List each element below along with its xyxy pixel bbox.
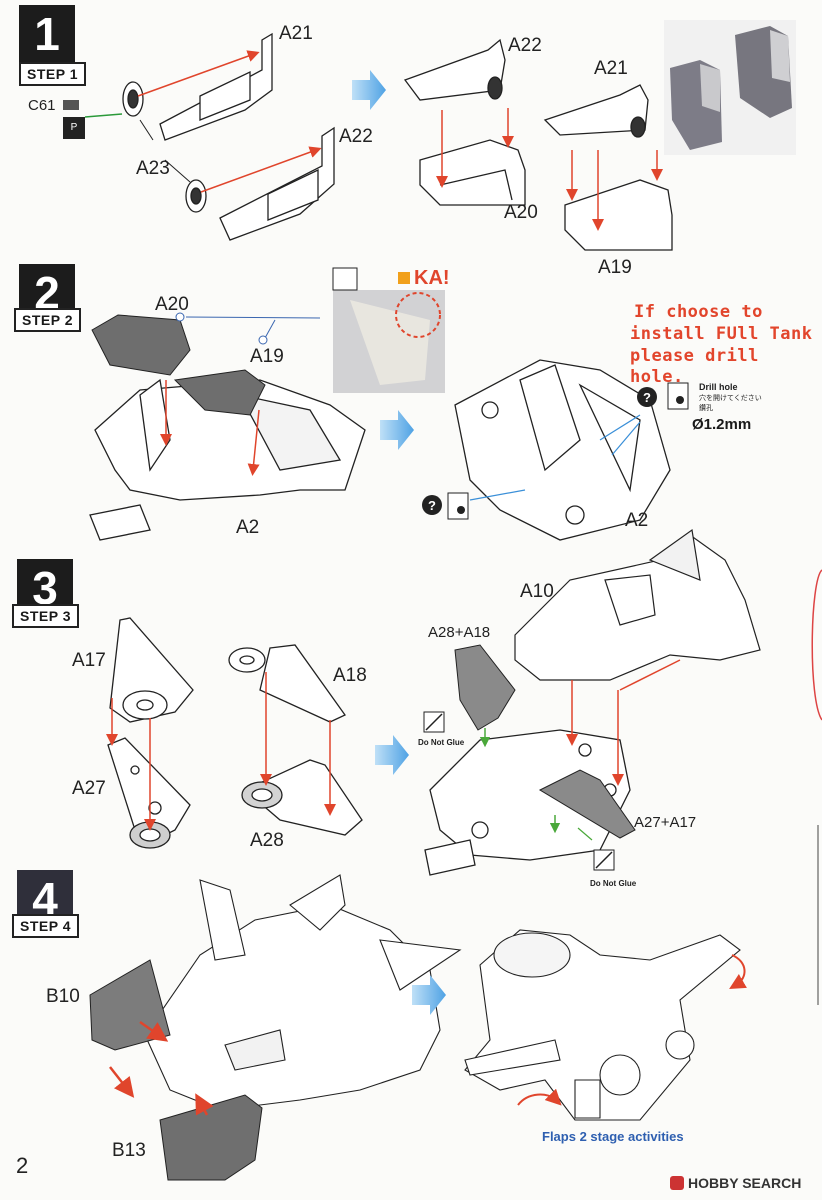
- drill-hole-label-jp: 穴を開けてください: [699, 395, 762, 402]
- drill-note-line-2: install FUll Tank: [630, 324, 813, 344]
- svg-text:?: ?: [643, 390, 651, 405]
- label-a22-step1-left: A22: [339, 126, 373, 147]
- step-2-label: STEP 2: [14, 308, 81, 332]
- drill-size: Ø1.2mm: [692, 416, 752, 433]
- drill-hole-label: Drill hole: [699, 382, 738, 392]
- paint-swatch: [63, 100, 79, 110]
- arrow-a23-to-a21: [137, 50, 260, 97]
- drill-note-line-1: If choose to: [634, 302, 763, 322]
- label-a10: A10: [520, 581, 554, 602]
- warning-ka: KA!: [414, 267, 450, 289]
- label-a17: A17: [72, 650, 106, 671]
- spray-icon: P: [63, 117, 85, 139]
- step-1-number: 1: [19, 5, 75, 63]
- label-a19-step1: A19: [598, 257, 632, 278]
- label-a27-a17: A27+A17: [634, 814, 697, 831]
- arrow-a23-to-a22: [200, 146, 322, 193]
- label-a28-a18: A28+A18: [428, 624, 491, 641]
- label-a20-step1: A20: [504, 202, 538, 223]
- step-4-label: STEP 4: [12, 914, 79, 938]
- drill-note-line-3: please drill hole.: [630, 346, 759, 387]
- label-a18: A18: [333, 665, 367, 686]
- drill-hole-label-cn: 鑽孔: [699, 405, 713, 412]
- do-not-glue-label-1: Do Not Glue: [418, 738, 465, 747]
- label-a21-step1: A21: [279, 23, 313, 44]
- label-a23: A23: [136, 158, 170, 179]
- flaps-caption: Flaps 2 stage activities: [542, 1129, 684, 1144]
- rotate-icon: [332, 267, 358, 291]
- label-a2-left: A2: [236, 517, 260, 538]
- label-a2-right: A2: [625, 510, 649, 531]
- label-b13: B13: [112, 1140, 146, 1161]
- label-a19-step2: A19: [250, 346, 284, 367]
- step-1-label: STEP 1: [19, 62, 86, 86]
- page-number: 2: [16, 1153, 29, 1178]
- label-a20-step2: A20: [155, 294, 189, 315]
- label-b10: B10: [46, 986, 80, 1007]
- label-a21-step1-right: A21: [594, 58, 628, 79]
- footer-brand: HOBBY SEARCH: [688, 1175, 802, 1191]
- step-3-label: STEP 3: [12, 604, 79, 628]
- do-not-glue-label-2: Do Not Glue: [590, 879, 637, 888]
- label-a27: A27: [72, 778, 106, 799]
- hobby-search-logo-icon: [670, 1176, 684, 1190]
- label-a28: A28: [250, 830, 284, 851]
- svg-text:?: ?: [428, 498, 436, 513]
- label-a22-step1-right: A22: [508, 35, 542, 56]
- paint-code-c61: C61: [28, 97, 56, 114]
